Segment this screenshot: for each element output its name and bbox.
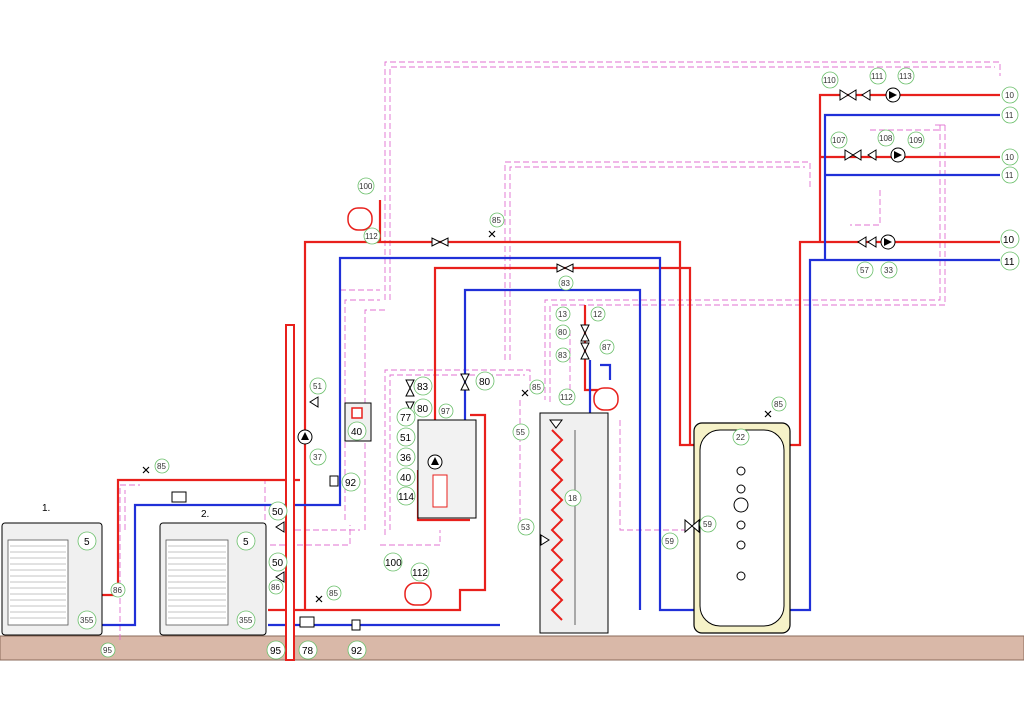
label-86: 86 [113, 586, 122, 595]
label-83b: 83 [561, 279, 570, 288]
heat-pump-unit-2 [159, 522, 267, 636]
label-78: 78 [302, 646, 314, 657]
label-92: 92 [345, 478, 357, 489]
label-114: 114 [398, 492, 414, 503]
label-5a: 5 [84, 537, 90, 548]
component-labels: 1. 2. 5 5 355 355 86 86 95 95 78 92 92 8… [42, 67, 1020, 660]
outlet-11b: 11 [1005, 171, 1014, 180]
label-13: 13 [558, 310, 567, 319]
pump-109 [890, 147, 906, 163]
outlet-10b: 10 [1005, 153, 1014, 162]
label-12: 12 [593, 310, 602, 319]
label-51b: 51 [400, 433, 412, 444]
heating-stack [285, 324, 295, 661]
check-valves [275, 89, 877, 583]
label-113: 113 [899, 72, 912, 81]
label-unit-1: 1. [42, 503, 50, 514]
label-59a: 59 [703, 520, 712, 529]
label-80a: 80 [417, 404, 429, 415]
label-109: 109 [909, 136, 923, 145]
label-50a: 50 [272, 507, 284, 518]
label-355b: 355 [239, 616, 253, 625]
outlet-11c: 11 [1004, 257, 1015, 268]
dhw-tank [539, 412, 609, 634]
label-112c: 112 [560, 393, 573, 402]
label-53: 53 [521, 523, 530, 532]
label-95: 95 [270, 646, 282, 657]
filters [171, 475, 361, 631]
label-18: 18 [568, 494, 577, 503]
label-22: 22 [736, 433, 745, 442]
heat-pump-unit-1 [1, 522, 103, 636]
outlet-10a: 10 [1005, 91, 1014, 100]
pump-37 [297, 429, 313, 445]
label-37: 37 [313, 453, 322, 462]
buffer-tank [693, 422, 791, 634]
label-87: 87 [602, 343, 611, 352]
label-85d: 85 [532, 383, 541, 392]
label-80c: 80 [558, 328, 567, 337]
label-107: 107 [832, 136, 846, 145]
label-5b: 5 [243, 537, 249, 548]
expansion-vessels [347, 207, 619, 606]
air-vents [142, 230, 772, 603]
module-heater [432, 474, 448, 508]
label-92b: 92 [351, 646, 363, 657]
label-111: 111 [871, 72, 884, 81]
label-51: 51 [313, 382, 322, 391]
label-97: 97 [441, 407, 450, 416]
label-85a: 85 [157, 462, 166, 471]
label-355a: 355 [80, 616, 94, 625]
label-36: 36 [400, 453, 412, 464]
label-112a: 112 [365, 232, 378, 241]
label-85c: 85 [492, 216, 501, 225]
controller-display [351, 407, 363, 419]
label-110: 110 [823, 76, 836, 85]
pump-33 [880, 234, 896, 250]
label-85b: 85 [329, 589, 338, 598]
label-95b: 95 [103, 646, 112, 655]
pump-module [427, 454, 443, 470]
label-83c: 83 [558, 351, 567, 360]
label-112b: 112 [412, 568, 428, 579]
valves [405, 89, 862, 534]
pump-113 [885, 87, 901, 103]
label-59b: 59 [665, 537, 674, 546]
label-unit-2: 2. [201, 509, 209, 520]
label-77: 77 [400, 413, 412, 424]
label-100b: 100 [385, 558, 402, 569]
label-40: 40 [351, 427, 363, 438]
label-83a: 83 [417, 382, 429, 393]
label-33: 33 [884, 266, 893, 275]
label-86b: 86 [271, 583, 280, 592]
label-108: 108 [879, 134, 893, 143]
floor-slab [0, 635, 1024, 661]
label-85e: 85 [774, 400, 783, 409]
label-40b: 40 [400, 473, 412, 484]
label-55: 55 [516, 428, 525, 437]
label-100a: 100 [359, 182, 373, 191]
label-50b: 50 [272, 558, 284, 569]
outlet-11a: 11 [1005, 111, 1014, 120]
outlet-10c: 10 [1003, 235, 1015, 246]
label-80b: 80 [479, 377, 491, 388]
label-57: 57 [860, 266, 869, 275]
